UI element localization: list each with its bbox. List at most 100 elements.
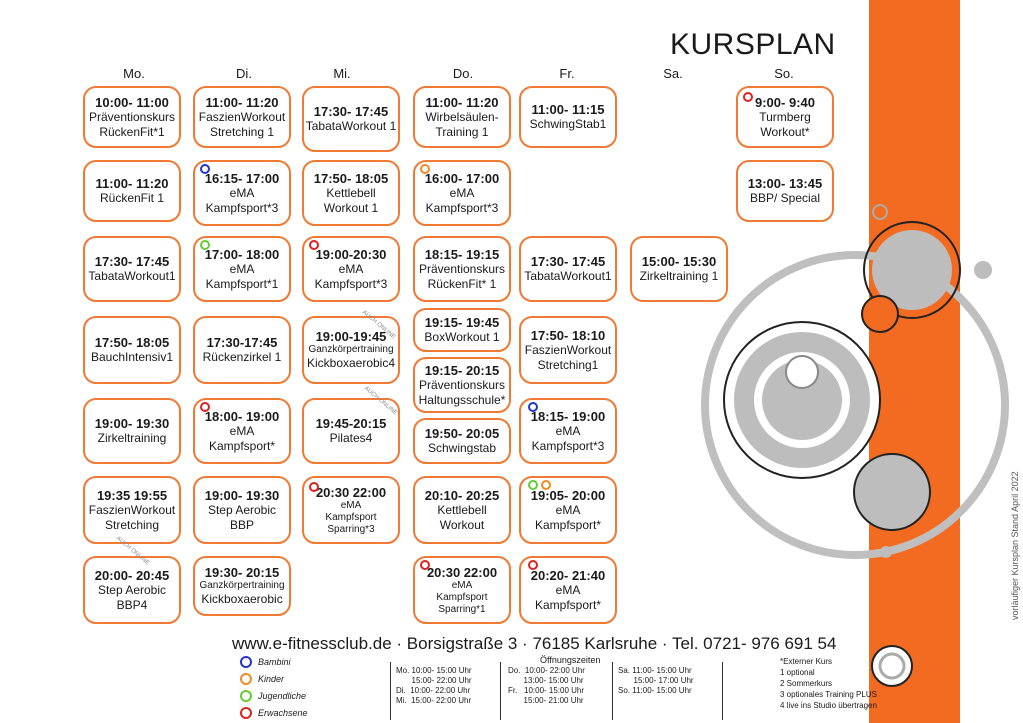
day-tuesday: Di. (236, 66, 252, 81)
course-time: 20:30 22:00 (426, 564, 498, 580)
course-time: 10:00- 11:00 (95, 94, 169, 110)
course-name: FaszienWorkout (198, 109, 286, 124)
adult-marker-icon (743, 92, 753, 102)
course-name: Präventionskurs (418, 261, 506, 276)
course-time: 20:10- 20:25 (424, 487, 500, 503)
course-time: 16:00- 17:00 (424, 170, 500, 186)
course-time: 18:00- 19:00 (204, 408, 280, 424)
course-time: 19:00-20:30 (315, 246, 387, 262)
legend-kinder: Kinder (240, 673, 285, 685)
legend-label: Bambini (258, 657, 291, 667)
adult-marker-icon (200, 402, 210, 412)
course-name: Kampfsport (436, 591, 488, 603)
youth-marker-icon (528, 480, 538, 490)
course-name: Präventionskurs (88, 109, 176, 124)
adult-marker-icon (420, 560, 430, 570)
course-time: 17:30- 17:45 (313, 104, 389, 119)
course-time: 13:00- 13:45 (747, 176, 823, 191)
course-name: Ganzkörpertraining (308, 344, 394, 355)
course-name: Kickboxaerobic4 (306, 356, 396, 370)
course-time: 19:15- 20:15 (424, 362, 500, 378)
course-time: 19:35 19:55 (96, 487, 168, 503)
divider (390, 662, 391, 720)
course-name: Step Aerobic (97, 582, 167, 597)
course-name: Training 1 (435, 124, 489, 139)
course-name: BBP (229, 517, 254, 532)
course-name: Kampfsport* (208, 438, 276, 453)
course-time: 20:00- 20:45 (94, 567, 170, 583)
course-name: Kettlebell (326, 185, 376, 200)
footnotes: *Externer Kurs 1 optional 2 Sommerkurs 3… (780, 657, 877, 710)
course-time: 11:00- 11:20 (425, 94, 499, 110)
course-name: Kampfsport (325, 511, 377, 523)
course-name: Workout 1 (323, 200, 379, 215)
course-name: TabataWorkout1 (524, 269, 612, 283)
course-name: RückenFit 1 (99, 191, 165, 205)
course-name: Zirkeltraining (97, 431, 167, 445)
course-name: Kampfsport*3 (205, 200, 279, 215)
course-time: 18:15- 19:15 (424, 246, 500, 262)
day-friday: Fr. (559, 66, 575, 81)
day-thursday: Do. (452, 66, 474, 81)
course-time: 19:30- 20:15 (204, 565, 280, 580)
legend-circle-icon (240, 673, 252, 685)
course-name: Sparring*3 (327, 523, 375, 535)
course-time: 17:30-17:45 (206, 335, 278, 350)
legend-bambini: Bambini (240, 656, 291, 668)
course-name: eMA (451, 579, 473, 591)
legend-erwachsene: Erwachsene (240, 707, 308, 719)
opening-hours-sa-so: Sa. 11:00- 15:00 Uhr 15:00- 17:00 Uhr So… (618, 666, 694, 695)
course-name: eMA (229, 185, 255, 200)
bambini-marker-icon (528, 402, 538, 412)
course-name: eMA (449, 185, 475, 200)
course-name: eMA (338, 261, 364, 276)
course-time: 19:00- 19:30 (204, 487, 280, 503)
opening-hours-mo-mi: Mo. 10:00- 15:00 Uhr 15:00- 22:00 Uhr Di… (396, 666, 472, 705)
legend-label: Kinder (258, 674, 285, 684)
legend-label: Erwachsene (258, 708, 308, 718)
course-name: eMA (555, 582, 581, 597)
adult-marker-icon (309, 482, 319, 492)
course-time: 19:15- 19:45 (424, 315, 500, 330)
course-name: TabataWorkout1 (88, 269, 176, 283)
course-name: eMA (340, 499, 362, 511)
day-sunday: So. (774, 66, 794, 81)
day-monday: Mo. (123, 66, 145, 81)
orange-stripe (869, 0, 960, 723)
course-time: 17:50- 18:05 (313, 170, 389, 186)
legend-circle-icon (240, 690, 252, 702)
course-name: Ganzkörpertraining (199, 580, 285, 591)
course-name: Wirbelsäulen- (425, 109, 499, 124)
legend-jugendliche: Jugendliche (240, 690, 306, 702)
